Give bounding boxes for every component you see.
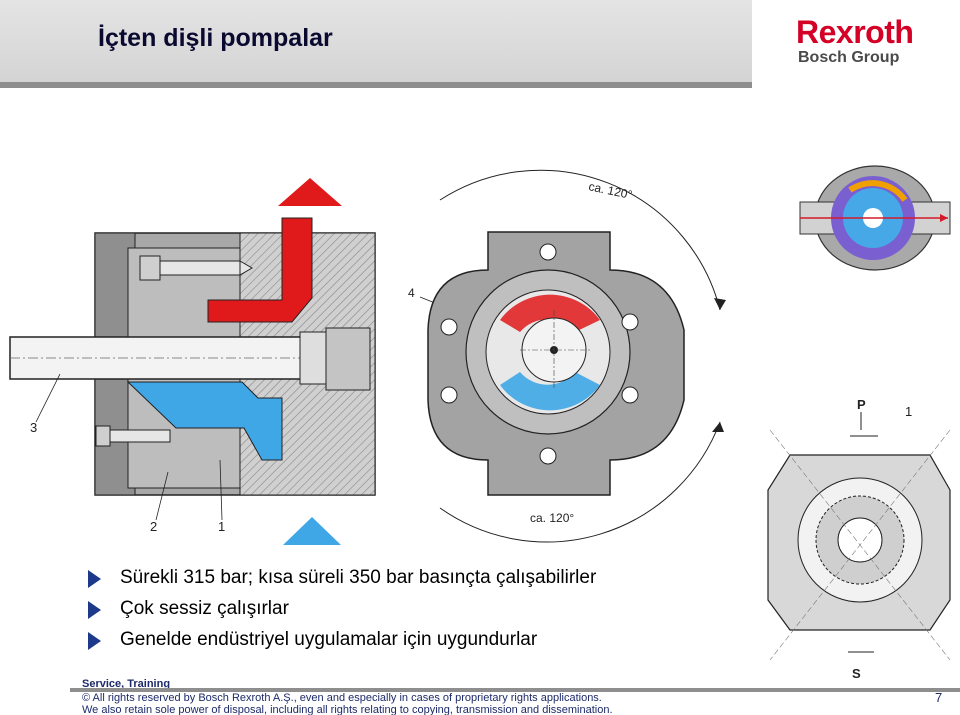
slide-header: İçten dişli pompalar Rexroth Bosch Group [0,0,960,88]
page-number: 7 [935,690,943,705]
section-view: 3 2 1 [9,178,376,545]
cross-section-view: ca. 120° ca. 120° 4 [408,169,726,543]
color-pump-icon [799,165,951,271]
copyright-notice: © All rights reserved by Bosch Rexroth A… [82,692,613,715]
bullet-arrow-icon [88,570,101,588]
port-s-label: S [852,666,861,681]
pressure-arrow-icon [278,178,342,206]
pump-drawings: 3 2 1 ca. 120° ca. 120° 4 [9,165,951,681]
callout-right-1-label: 1 [905,404,912,419]
bullet-item: Çok sessiz çalışırlar [88,597,596,628]
callout-1-label: 1 [218,519,225,534]
page-title: İçten dişli pompalar [98,24,333,52]
technical-drawing: P 1 S [767,397,951,681]
angle-top-label: ca. 120° [587,179,633,202]
copyright-line-2: We also retain sole power of disposal, i… [82,704,613,715]
bullet-arrow-icon [88,601,101,619]
bullet-item: Genelde endüstriyel uygulamalar için uyg… [88,628,596,659]
bullet-text: Çok sessiz çalışırlar [120,598,289,619]
bullet-text: Sürekli 315 bar; kısa süreli 350 bar bas… [120,567,597,588]
port-p-label: P [857,397,866,412]
bullet-item: Sürekli 315 bar; kısa süreli 350 bar bas… [88,566,596,597]
suction-arrow-icon [283,517,341,545]
rexroth-logo: Rexroth Bosch Group [752,0,960,82]
bullet-text: Genelde endüstriyel uygulamalar için uyg… [120,629,538,650]
pump-illustrations: 3 2 1 ca. 120° ca. 120° 4 [0,160,960,685]
title-band: İçten dişli pompalar [0,0,752,88]
callout-4-label: 4 [408,286,415,300]
footer-divider [70,688,960,692]
angle-bottom-label: ca. 120° [530,511,574,525]
callout-2-label: 2 [150,519,157,534]
copyright-line-1: © All rights reserved by Bosch Rexroth A… [82,692,602,704]
bullet-list: Sürekli 315 bar; kısa süreli 350 bar bas… [88,566,596,659]
logo-group: Bosch Group [798,49,900,66]
callout-3-label: 3 [30,420,37,435]
footer-label: Service, Training [82,678,171,690]
bullet-arrow-icon [88,632,101,650]
logo-brand: Rexroth [796,14,914,50]
